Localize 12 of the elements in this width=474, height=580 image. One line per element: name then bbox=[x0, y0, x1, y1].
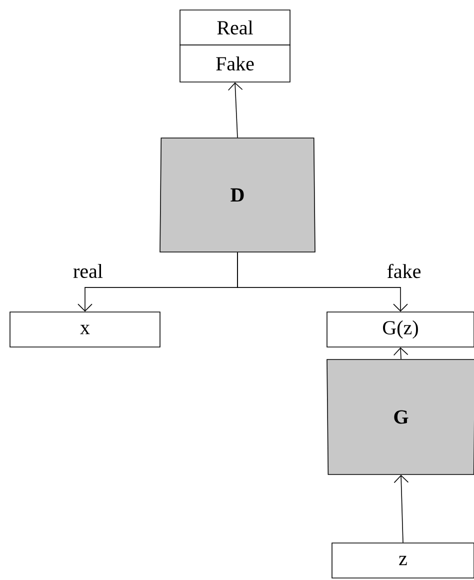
edge-label: real bbox=[72, 262, 104, 280]
text-box: x bbox=[10, 312, 160, 348]
text-box: z bbox=[332, 542, 474, 578]
text-box: G(z) bbox=[326, 312, 474, 348]
arrow bbox=[237, 252, 408, 312]
edge-label: fake bbox=[386, 262, 422, 280]
network-block: D bbox=[160, 138, 316, 252]
text-box: Real bbox=[180, 10, 290, 46]
text-box: Fake bbox=[180, 44, 290, 82]
arrow bbox=[228, 82, 243, 138]
arrow bbox=[394, 474, 409, 543]
network-block: G bbox=[326, 359, 474, 475]
